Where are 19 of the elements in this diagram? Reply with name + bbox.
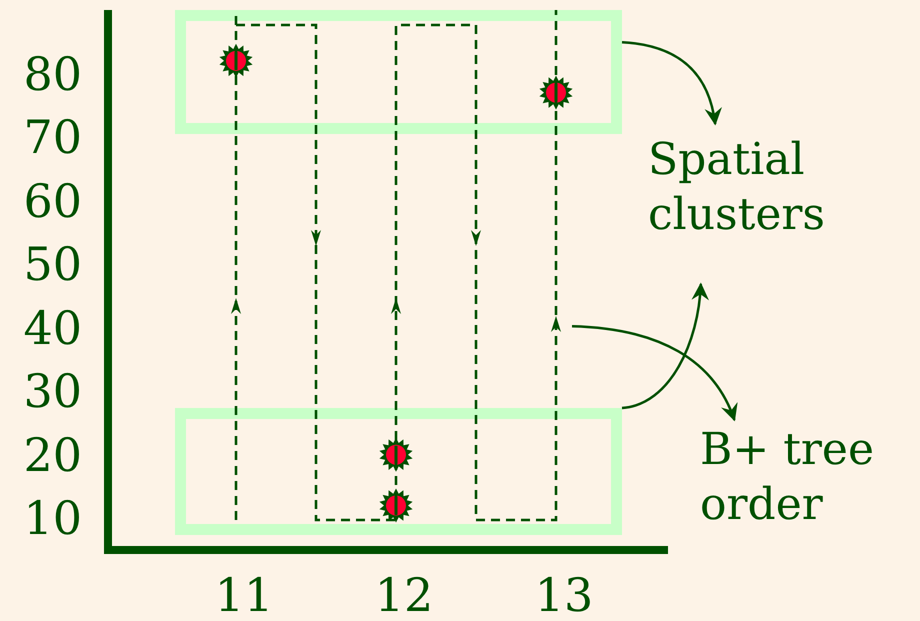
y-tick-label: 40 [23,304,82,351]
curved-arrow [572,324,737,422]
y-tick-label: 50 [23,241,82,288]
x-tick-label: 13 [534,572,594,618]
cluster-box [175,408,622,535]
cluster-box [175,10,622,134]
y-tick-label: 60 [23,178,82,224]
y-tick-label: 10 [23,495,82,542]
y-tick-label: 30 [23,368,82,414]
curved-arrow [622,41,722,126]
y-tick-label: 70 [23,114,82,160]
x-tick-label: 12 [374,572,434,618]
y-tick-label: 20 [23,432,82,478]
cluster-label: Spatial clusters [648,132,888,274]
x-tick-label: 11 [214,572,274,618]
y-tick-label: 80 [23,50,82,97]
cluster-label: B+ tree order [700,422,915,552]
curved-arrow [622,282,708,410]
dashed-path [231,8,561,522]
